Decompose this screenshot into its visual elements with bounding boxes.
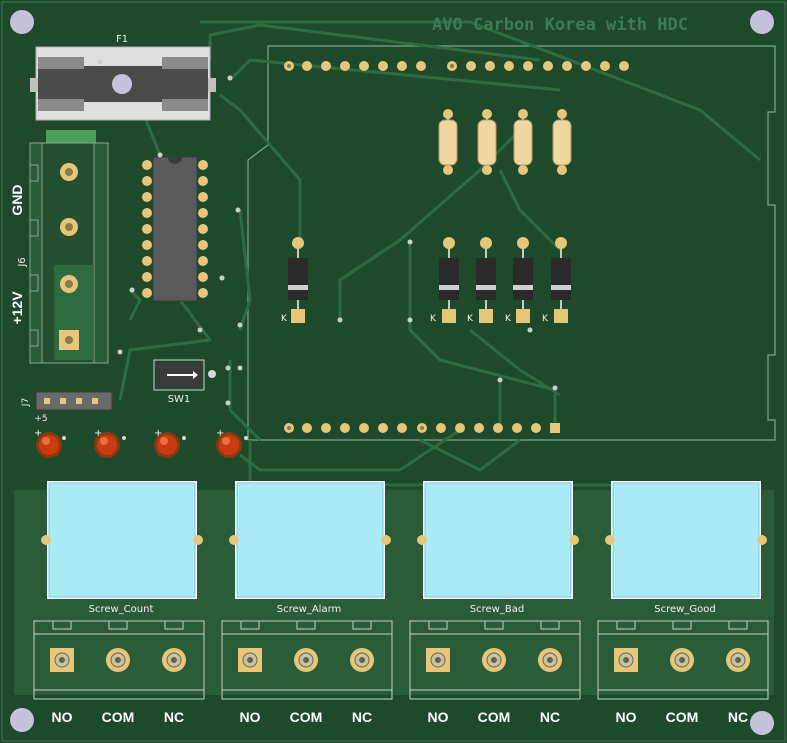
terminal-label: COM [666, 709, 699, 725]
fuse-f1: F1 [30, 34, 216, 121]
resistor-2 [477, 109, 497, 175]
diode-marker-label: K [542, 314, 549, 324]
led-plus-label: + [34, 428, 42, 439]
diode-4: K [505, 237, 533, 324]
mounting-hole-top-right [750, 10, 774, 34]
terminal-block-2: NO COM NC [221, 620, 393, 725]
relay-ref-label: Screw_Good [654, 604, 715, 615]
terminal-label: NC [164, 709, 184, 725]
terminal-block-3: NO COM NC [409, 620, 581, 725]
relay-module-1: Screw_Count [41, 481, 203, 615]
header-pad-rows [284, 61, 629, 433]
terminal-label: NO [428, 709, 449, 725]
header-ref-label: J7 [21, 398, 31, 407]
terminal-label: NC [352, 709, 372, 725]
terminal-block-1: NO COM NC [33, 620, 205, 725]
resistor-1 [438, 109, 458, 175]
led-plus-label: + [154, 428, 162, 439]
led-3: + [154, 428, 186, 458]
terminal-block-4: NO COM NC [597, 620, 769, 725]
terminal-label: COM [478, 709, 511, 725]
power-connector-ref-label: J6 [17, 257, 28, 267]
gnd-label: GND [9, 184, 25, 215]
mounting-holes [10, 10, 774, 735]
terminal-label: NO [240, 709, 261, 725]
header-j7: J7 +5 [21, 391, 113, 424]
header-pin-label: +5 [34, 414, 47, 424]
vias [97, 59, 558, 406]
relay-ref-label: Screw_Bad [470, 604, 524, 615]
board-title: AVO Carbon Korea with HDC [432, 15, 688, 35]
diode-5: K [542, 237, 571, 324]
diode-marker-label: K [505, 314, 512, 324]
power-connector-j6: J6 GND +12V [9, 130, 109, 364]
switch-ref-label: SW1 [168, 394, 191, 405]
leds: + + + + [34, 428, 248, 458]
terminal-label: NC [540, 709, 560, 725]
led-2: + [94, 428, 126, 458]
relay-module-4: Screw_Good [605, 481, 767, 615]
diode-3: K [467, 237, 496, 324]
dip-ic [142, 156, 208, 302]
diode-marker-label: K [281, 314, 288, 324]
terminal-label: COM [290, 709, 323, 725]
mounting-hole-bottom-right [750, 711, 774, 735]
terminal-label: NO [616, 709, 637, 725]
diode-1: K [281, 237, 308, 324]
mounting-hole-bottom-left [10, 708, 34, 732]
relay-module-2: Screw_Alarm [229, 481, 391, 615]
switch-sw1: SW1 [153, 359, 205, 405]
diode-marker-label: K [467, 314, 474, 324]
diodes: K K K K [281, 237, 571, 324]
diode-marker-label: K [430, 314, 437, 324]
led-4: + [216, 428, 248, 458]
diode-2: K [430, 237, 459, 324]
plus-12v-label: +12V [9, 291, 25, 325]
relay-ref-label: Screw_Count [89, 604, 154, 615]
mounting-hole-top-left [10, 10, 34, 34]
resistor-4 [552, 109, 572, 175]
fuse-ref-label: F1 [116, 34, 128, 45]
terminal-label: NC [728, 709, 748, 725]
terminal-label: NO [52, 709, 73, 725]
terminal-label: COM [102, 709, 135, 725]
led-1: + [34, 428, 66, 458]
resistor-3 [513, 109, 533, 175]
relay-ref-label: Screw_Alarm [277, 604, 342, 615]
shield-outline [247, 45, 776, 441]
relay-module-3: Screw_Bad [417, 481, 579, 615]
led-plus-label: + [216, 428, 224, 439]
resistors [438, 109, 572, 175]
led-plus-label: + [94, 428, 102, 439]
